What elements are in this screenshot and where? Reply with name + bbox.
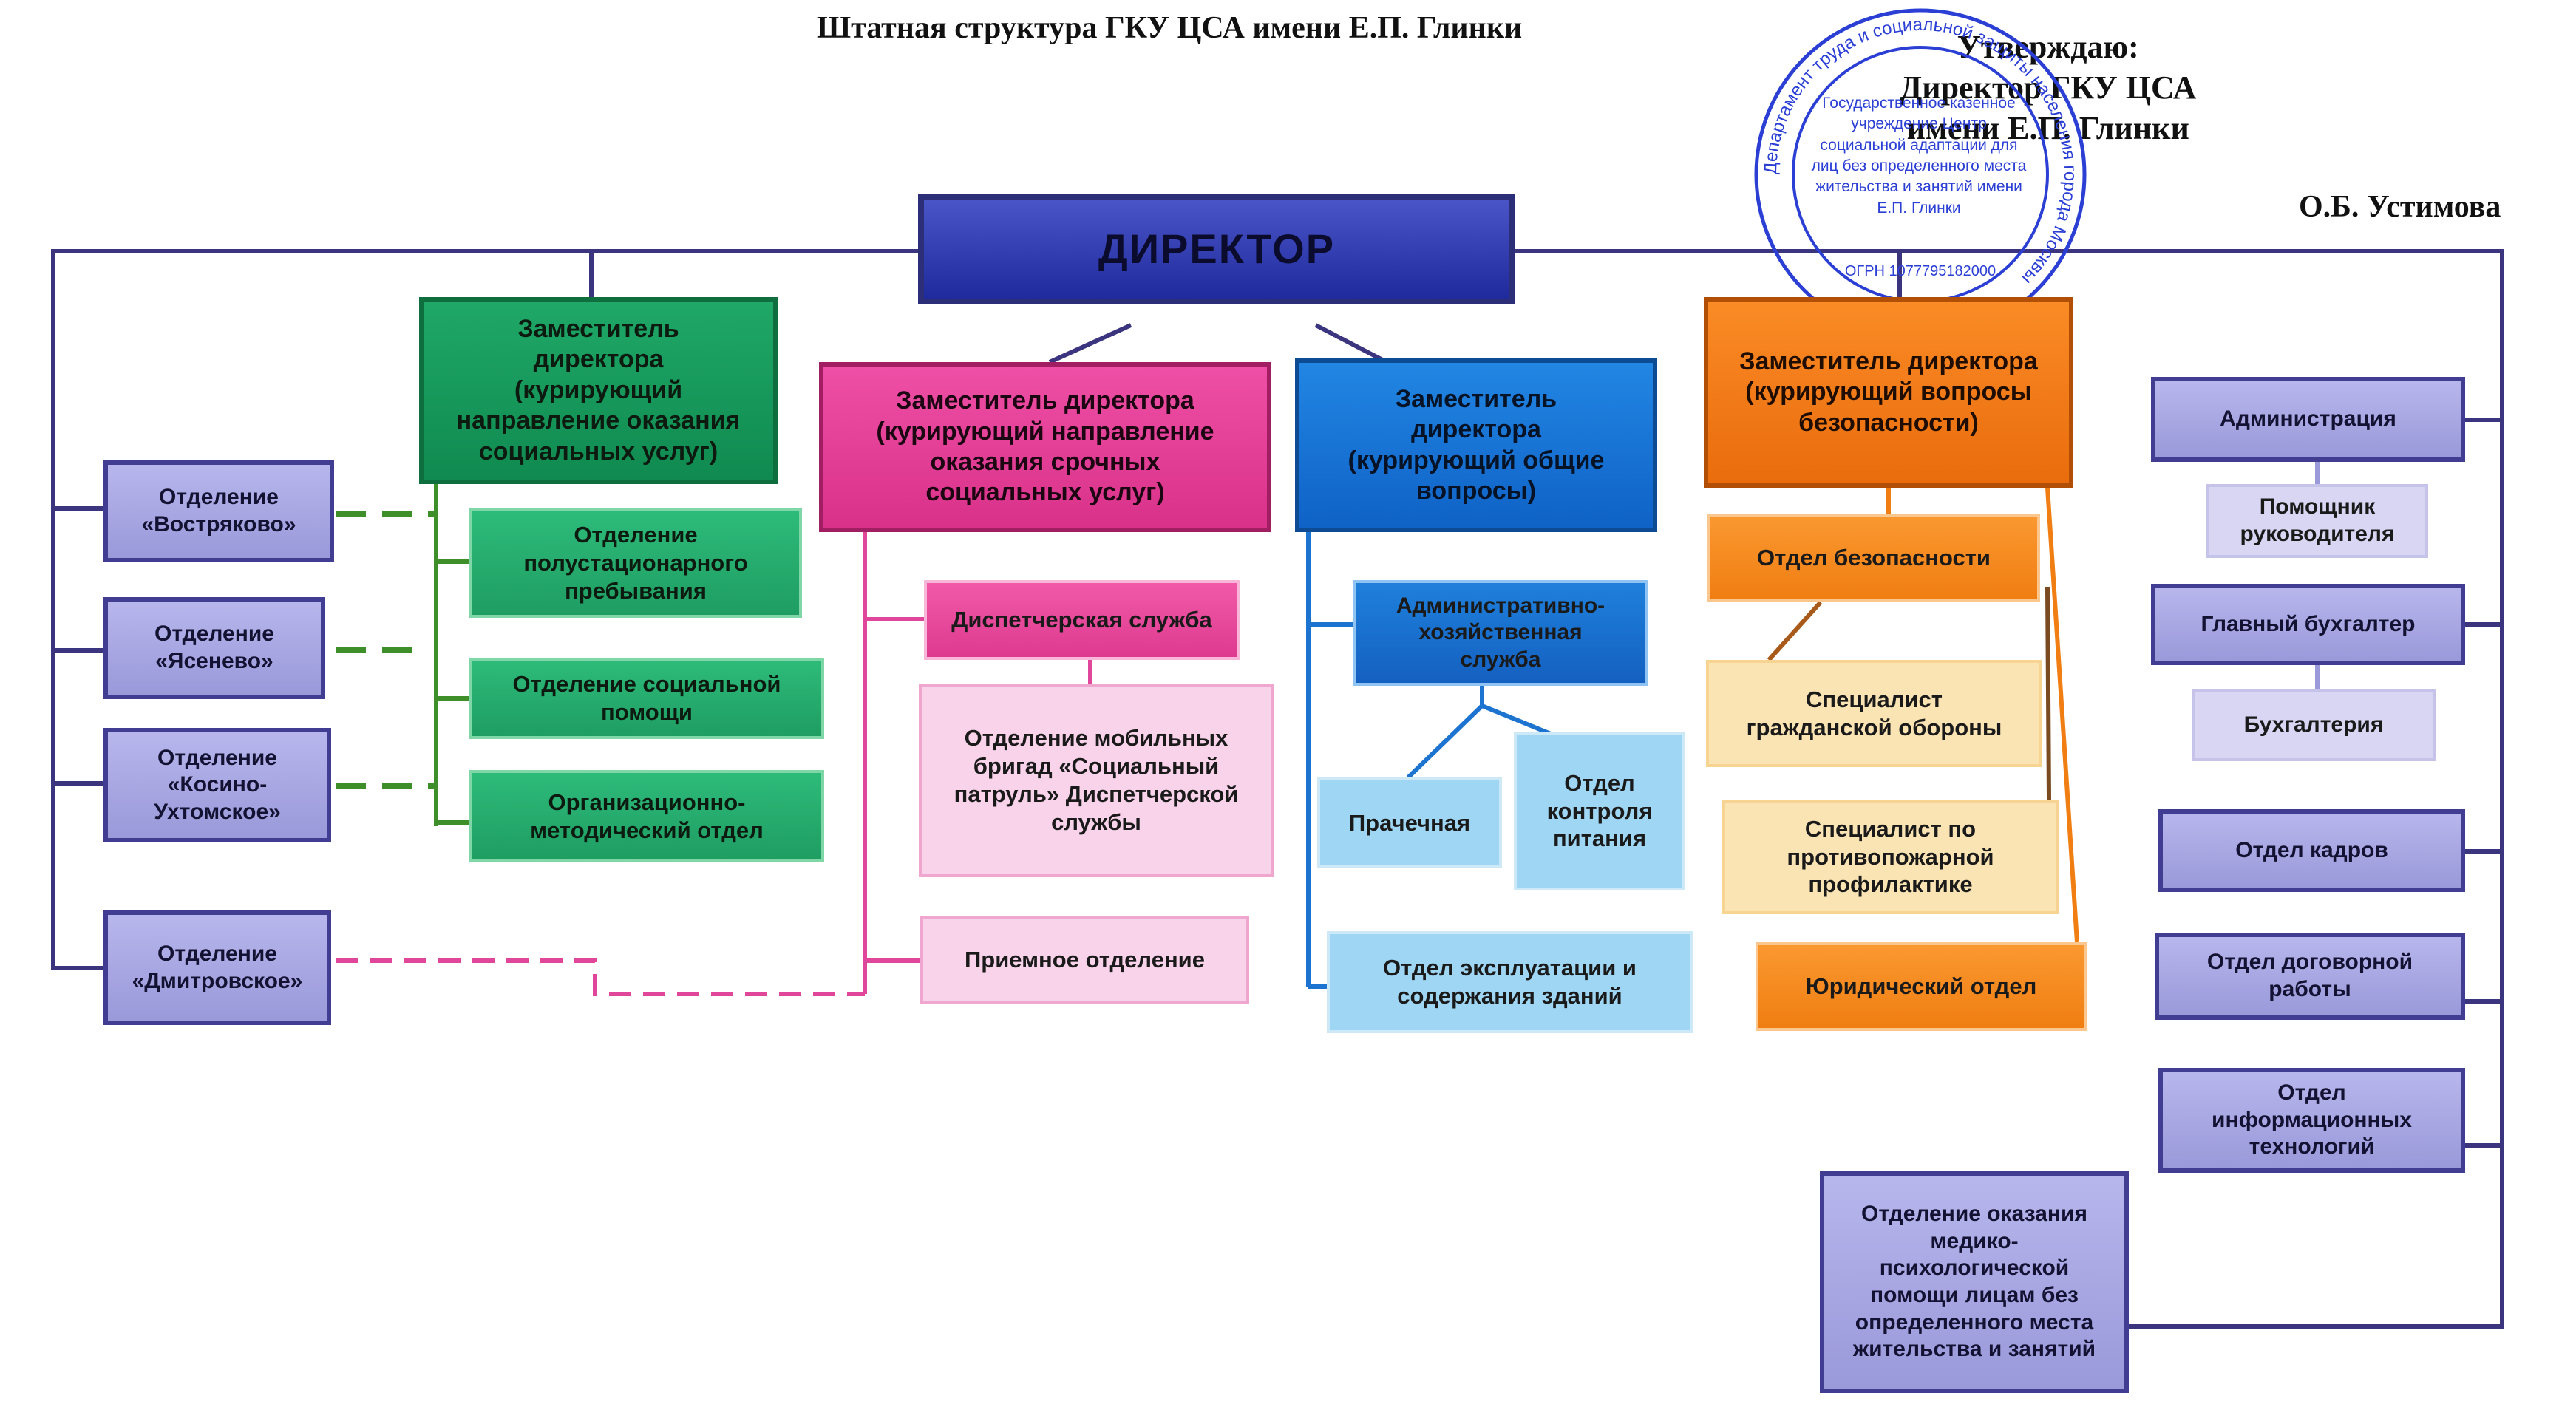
unit-mobile-patrol[interactable]: Отделение мобильных бригад «Социальный п… xyxy=(919,684,1274,877)
left-unit-kosino[interactable]: Отделение «Косино- Ухтомское» xyxy=(103,728,331,842)
left-unit-vostryakovo[interactable]: Отделение «Востряково» xyxy=(103,460,334,562)
unit-admin-household[interactable]: Административно- хозяйственная служба xyxy=(1353,580,1648,686)
deputy-social-services[interactable]: Заместитель директора (курирующий направ… xyxy=(419,297,778,484)
left-unit-yasenevo[interactable]: Отделение «Ясенево» xyxy=(103,597,325,699)
unit-social-aid[interactable]: Отделение социальной помощи xyxy=(469,658,824,739)
unit-laundry[interactable]: Прачечная xyxy=(1317,777,1502,868)
right-unit-accounting[interactable]: Бухгалтерия xyxy=(2192,689,2436,761)
deputy-security[interactable]: Заместитель директора (курирующий вопрос… xyxy=(1704,297,2073,488)
unit-legal[interactable]: Юридический отдел xyxy=(1756,942,2087,1031)
deputy-general-affairs[interactable]: Заместитель директора (курирующий общие … xyxy=(1295,358,1657,532)
director-box[interactable]: ДИРЕКТОР xyxy=(918,194,1515,304)
unit-fire-prevention[interactable]: Специалист по противопожарной профилакти… xyxy=(1722,800,2059,914)
stamp-inner-text: Государственное казенное учреждение Цент… xyxy=(1811,95,2027,217)
left-unit-dmitrovskoe[interactable]: Отделение «Дмитровское» xyxy=(103,910,331,1025)
unit-buildings[interactable]: Отдел эксплуатации и содержания зданий xyxy=(1327,931,1693,1033)
unit-semi-stationary[interactable]: Отделение полустационарного пребывания xyxy=(469,508,802,618)
page-title: Штатная структура ГКУ ЦСА имени Е.П. Гли… xyxy=(817,11,1523,45)
right-unit-assistant[interactable]: Помощник руководителя xyxy=(2206,484,2428,558)
unit-org-methodical[interactable]: Организационно- методический отдел xyxy=(469,770,824,862)
unit-civil-defense[interactable]: Специалист гражданской обороны xyxy=(1706,660,2042,767)
stamp-code: ОГРН 1077795182000 xyxy=(1844,263,1996,279)
right-unit-contracts[interactable]: Отдел договорной работы xyxy=(2155,933,2465,1020)
right-unit-it[interactable]: Отдел информационных технологий xyxy=(2158,1068,2465,1173)
right-unit-chief-accountant[interactable]: Главный бухгалтер xyxy=(2151,584,2465,665)
official-stamp: Департамент труда и социальной защиты на… xyxy=(1754,8,2087,341)
unit-food-control[interactable]: Отдел контроля питания xyxy=(1514,732,1685,890)
unit-security-dept[interactable]: Отдел безопасности xyxy=(1707,514,2040,602)
right-unit-medical-psych[interactable]: Отделение оказания медико- психологическ… xyxy=(1820,1171,2129,1393)
right-unit-administration[interactable]: Администрация xyxy=(2151,377,2465,462)
unit-dispatch[interactable]: Диспетчерская служба xyxy=(924,580,1240,660)
right-unit-hr[interactable]: Отдел кадров xyxy=(2158,809,2465,892)
approval-text: Утверждаю: Директор ГКУ ЦСА имени Е.П. Г… xyxy=(1900,29,2197,146)
deputy-urgent-services[interactable]: Заместитель директора (курирующий направ… xyxy=(819,362,1271,532)
unit-reception[interactable]: Приемное отделение xyxy=(920,916,1249,1004)
signatory-name: О.Б. Устимова xyxy=(2299,190,2501,224)
